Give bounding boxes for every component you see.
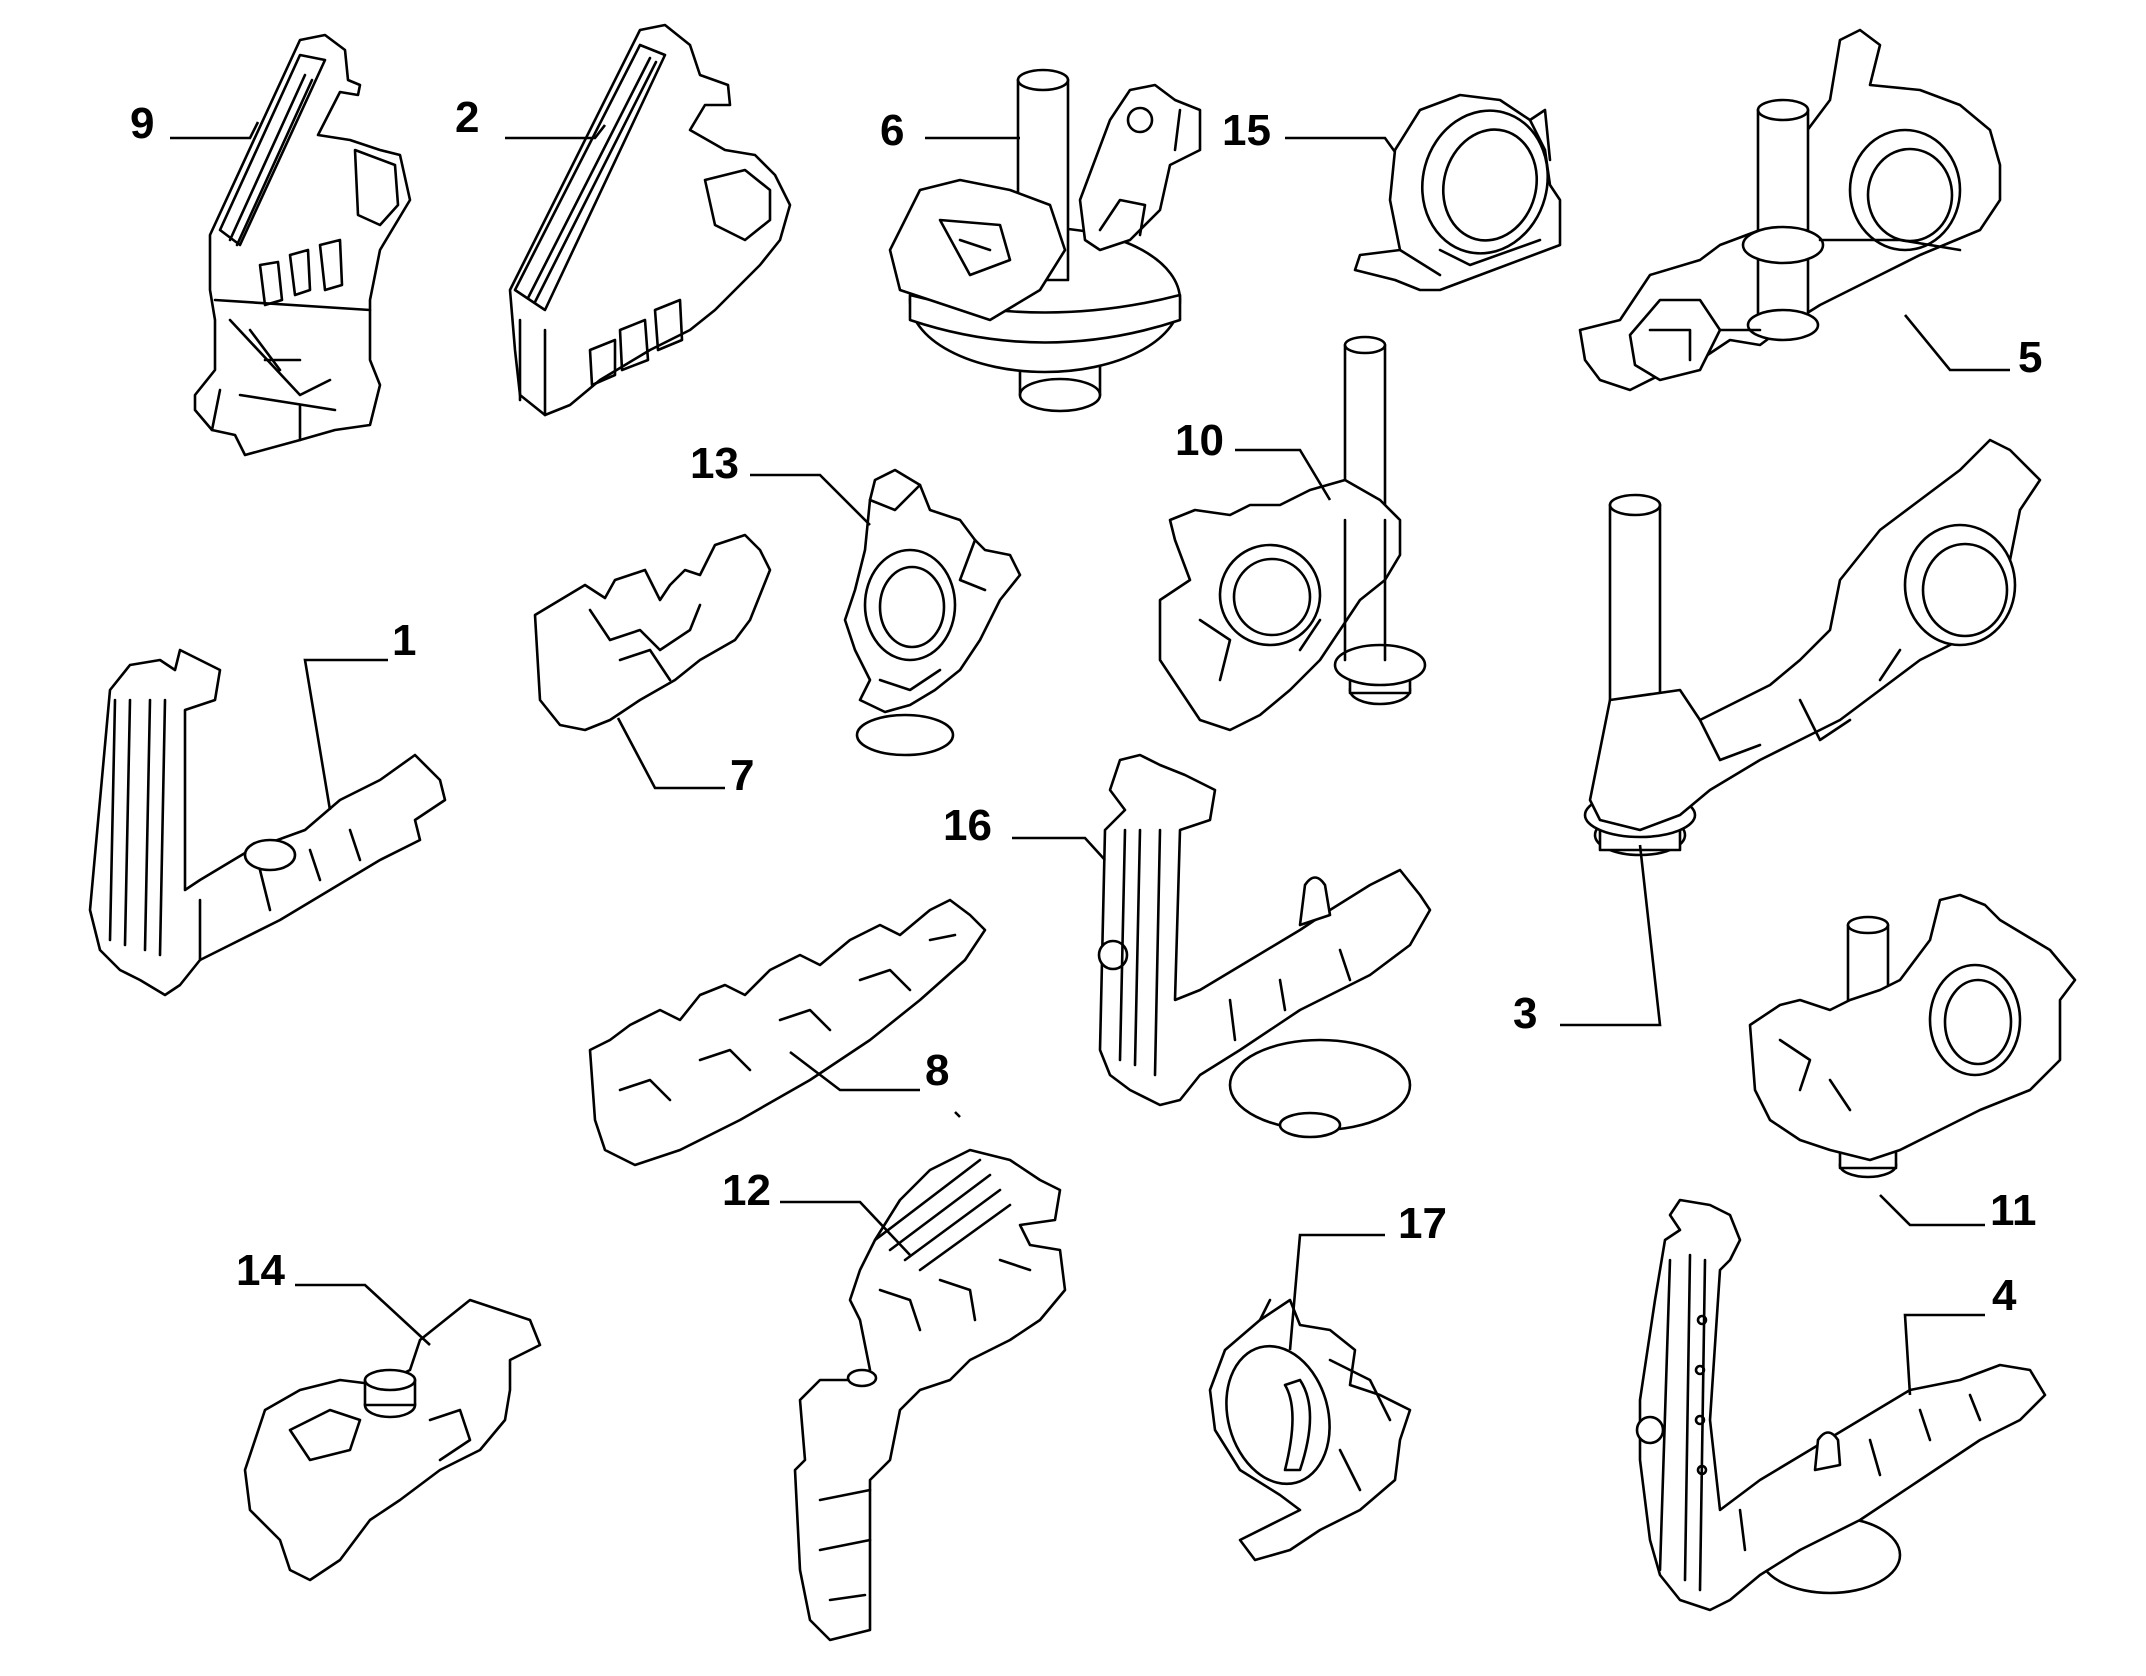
part-12-illustration [793, 1148, 1067, 1642]
part-17-illustration [1208, 1298, 1412, 1562]
leader-10 [1235, 448, 1332, 501]
leader-2 [505, 124, 607, 140]
callout-15: 15 [1222, 106, 1271, 155]
part-10-illustration [1158, 335, 1427, 732]
leader-12 [780, 1200, 911, 1256]
callout-16: 16 [943, 801, 992, 850]
leader-8 [789, 1050, 920, 1092]
leader-5 [1903, 314, 2010, 372]
callout-14: 14 [236, 1246, 285, 1295]
leader-7 [616, 717, 725, 790]
part-4-illustration [1635, 1198, 2047, 1612]
callout-5: 5 [2018, 333, 2042, 382]
leader-11 [1879, 1194, 1985, 1227]
leader-15 [1285, 136, 1397, 153]
part-9-illustration [193, 33, 412, 457]
leader-1 [303, 658, 388, 811]
callout-17: 17 [1398, 1199, 1447, 1248]
callout-10: 10 [1175, 416, 1224, 465]
part-7-illustration [533, 533, 772, 732]
leader-4 [1903, 1313, 1985, 1396]
callout-6: 6 [880, 106, 904, 155]
part-2-illustration [508, 23, 792, 417]
leader-14 [295, 1283, 431, 1346]
callout-12: 12 [722, 1166, 771, 1215]
leader-13 [750, 473, 871, 526]
part-1-illustration [88, 648, 447, 997]
callout-7: 7 [730, 751, 754, 800]
leader-lines [170, 121, 2010, 1396]
part-6-illustration [888, 68, 1202, 413]
part-16-illustration [1097, 753, 1432, 1139]
callout-9: 9 [130, 99, 154, 148]
leader-16 [1012, 836, 1106, 861]
part-15-illustration [1353, 93, 1562, 292]
part-14-illustration [243, 1298, 542, 1582]
callout-labels: 9 2 6 15 5 10 13 1 7 16 3 8 11 12 14 17 … [130, 93, 2042, 1320]
callout-8: 8 [925, 1046, 949, 1095]
part-13-illustration [843, 468, 1022, 757]
callout-1: 1 [392, 616, 416, 665]
leader-9 [170, 121, 260, 140]
stray-mark [954, 1111, 961, 1118]
part-3-illustration [1583, 438, 2042, 857]
part-5-illustration [1578, 28, 2002, 392]
callout-2: 2 [455, 93, 479, 142]
leader-17 [1288, 1233, 1385, 1351]
callout-3: 3 [1513, 989, 1537, 1038]
leader-3 [1560, 844, 1662, 1027]
callout-4: 4 [1992, 1271, 2017, 1320]
callout-13: 13 [690, 439, 739, 488]
callout-11: 11 [1990, 1186, 2037, 1235]
part-11-illustration [1748, 893, 2077, 1179]
part-8-illustration [588, 898, 987, 1167]
